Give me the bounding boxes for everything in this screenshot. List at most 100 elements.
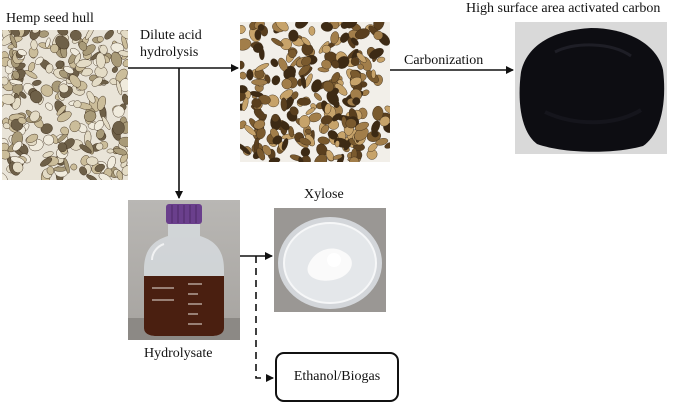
hull-fragment xyxy=(272,135,283,145)
hull-fragment xyxy=(300,74,307,89)
hemp-seed-hull-label: Hemp seed hull xyxy=(6,11,94,26)
raw-hulls-image xyxy=(2,30,128,180)
treated-hulls-image xyxy=(240,22,390,162)
hull-fragment xyxy=(240,38,252,51)
hull-fragment xyxy=(305,128,312,135)
hull-fragment xyxy=(42,151,54,158)
hull-fragment xyxy=(262,145,272,156)
hydrolysate-label: Hydrolysate xyxy=(144,346,213,361)
hull-fragment xyxy=(120,30,128,40)
hull-fragment xyxy=(331,113,342,122)
hull-fragment xyxy=(240,71,247,80)
hull-fragment xyxy=(321,59,332,70)
hull-fragment xyxy=(384,105,390,114)
hull-fragment xyxy=(121,165,128,176)
hull-fragment xyxy=(240,25,246,34)
hull-fragment xyxy=(9,34,18,49)
dilute-acid-label-line1: Dilute acid xyxy=(140,28,202,43)
hull-fragment xyxy=(308,26,316,36)
hull-fragment xyxy=(106,148,114,154)
hull-fragment xyxy=(258,47,265,61)
hull-fragment xyxy=(240,143,251,155)
hull-fragment xyxy=(373,30,384,41)
hull-fragment xyxy=(320,124,330,134)
hull-fragment xyxy=(45,63,54,74)
hull-fragment xyxy=(369,48,384,59)
hull-fragment xyxy=(91,76,103,87)
hull-fragment xyxy=(79,166,88,176)
hull-fragment xyxy=(280,121,290,131)
hull-fragment xyxy=(355,28,370,40)
hull-fragment xyxy=(24,70,38,79)
hull-fragment xyxy=(86,156,99,166)
activated-carbon-image xyxy=(515,22,667,154)
hull-fragment xyxy=(12,141,23,152)
hull-fragment xyxy=(372,105,384,121)
hull-fragment xyxy=(331,72,341,83)
hull-fragment xyxy=(107,156,116,170)
hull-fragment xyxy=(96,36,104,43)
hull-fragment xyxy=(371,69,376,79)
hull-fragment xyxy=(78,41,88,51)
hull-fragment xyxy=(34,56,44,65)
carbonization-label: Carbonization xyxy=(404,53,484,68)
hull-fragment xyxy=(334,140,340,148)
hull-fragment xyxy=(12,161,24,173)
hull-fragment xyxy=(2,149,11,160)
xylose-dish-image xyxy=(274,208,386,312)
hull-fragment xyxy=(291,91,299,100)
hull-fragment xyxy=(350,88,362,101)
hull-fragment xyxy=(313,92,322,101)
hull-fragment xyxy=(280,97,288,112)
hull-fragment xyxy=(295,22,309,29)
hull-fragment xyxy=(29,110,40,122)
hull-fragment xyxy=(29,90,43,104)
hull-fragment xyxy=(281,78,293,90)
hull-fragment xyxy=(320,115,333,125)
hull-fragment xyxy=(40,157,53,167)
hull-fragment xyxy=(45,37,51,48)
hull-fragment xyxy=(288,49,297,58)
hull-fragment xyxy=(57,30,69,36)
hull-fragment xyxy=(336,153,345,162)
hull-fragment xyxy=(101,116,111,130)
hull-fragment xyxy=(40,123,53,134)
hull-fragment xyxy=(288,126,295,138)
hull-fragment xyxy=(281,138,289,151)
hull-fragment xyxy=(255,63,270,72)
hull-fragment xyxy=(240,60,245,70)
hull-fragment xyxy=(95,52,106,69)
hull-fragment xyxy=(118,136,128,147)
hull-fragment xyxy=(12,70,20,80)
hull-fragment xyxy=(17,49,27,56)
hull-fragment xyxy=(251,98,262,108)
hull-fragment xyxy=(322,80,334,93)
hull-fragment xyxy=(349,76,362,86)
hull-fragment xyxy=(104,30,114,40)
hull-fragment xyxy=(298,156,304,162)
hull-fragment xyxy=(2,122,11,129)
hull-fragment xyxy=(70,163,78,171)
hull-fragment xyxy=(371,120,381,134)
hull-fragment xyxy=(32,30,40,34)
hull-fragment xyxy=(251,79,268,86)
hull-fragment xyxy=(30,39,38,51)
hull-fragment xyxy=(268,157,281,162)
hull-fragment xyxy=(110,51,122,68)
hull-fragment xyxy=(60,126,70,136)
hull-fragment xyxy=(271,37,284,47)
hull-fragment xyxy=(98,173,112,180)
hull-fragment xyxy=(73,53,82,65)
hull-fragment xyxy=(271,75,281,86)
hull-fragment xyxy=(324,103,332,115)
hull-fragment xyxy=(57,142,68,153)
hull-fragment xyxy=(75,59,92,68)
hull-fragment xyxy=(301,56,312,67)
hull-fragment xyxy=(330,31,340,45)
hull-fragment xyxy=(50,43,59,54)
hull-fragment xyxy=(275,22,289,32)
hull-fragment xyxy=(243,124,257,136)
hull-fragment xyxy=(301,36,311,46)
hull-fragment xyxy=(314,154,328,162)
hull-fragment xyxy=(321,44,331,54)
